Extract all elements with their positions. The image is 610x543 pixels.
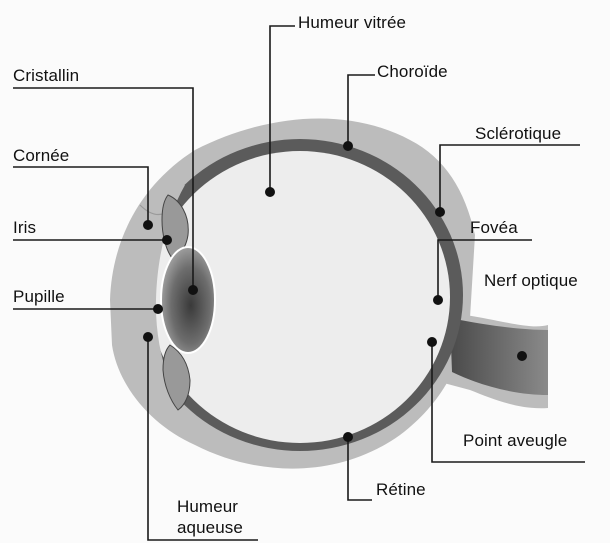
label-point-aveugle: Point aveugle bbox=[463, 431, 567, 451]
label-fovea: Fovéa bbox=[470, 218, 518, 238]
label-sclerotique: Sclérotique bbox=[475, 124, 561, 144]
label-humeur-vitree: Humeur vitrée bbox=[298, 13, 406, 33]
label-humeur-aqueuse-line1: Humeur bbox=[177, 496, 243, 517]
label-cornee: Cornée bbox=[13, 146, 69, 166]
lens-shape bbox=[161, 247, 215, 353]
label-cristallin: Cristallin bbox=[13, 66, 79, 86]
label-nerf-optique: Nerf optique bbox=[484, 271, 578, 291]
label-iris: Iris bbox=[13, 218, 36, 238]
label-humeur-aqueuse-line2: aqueuse bbox=[177, 517, 243, 538]
label-retine: Rétine bbox=[376, 480, 426, 500]
label-choroide: Choroïde bbox=[377, 62, 448, 82]
label-pupille: Pupille bbox=[13, 287, 65, 307]
label-humeur-aqueuse: Humeur aqueuse bbox=[177, 496, 243, 538]
